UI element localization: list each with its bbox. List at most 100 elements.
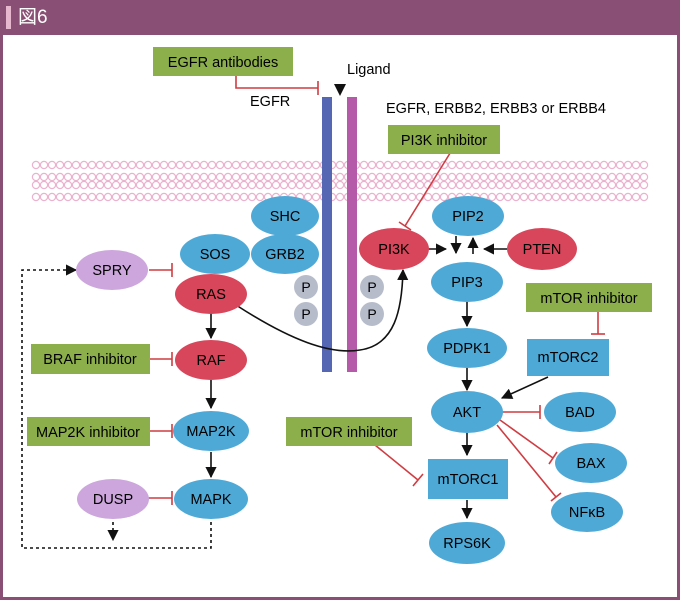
membrane-lipid <box>303 180 313 190</box>
membrane-lipid <box>271 180 281 190</box>
membrane-lipid <box>487 180 497 190</box>
membrane-lipid <box>311 172 321 182</box>
node-shc <box>251 196 319 236</box>
membrane-lipid <box>591 160 601 170</box>
membrane-lipid <box>471 172 481 182</box>
node-mtorc2 <box>527 339 609 376</box>
membrane-lipid <box>551 180 561 190</box>
membrane-lipid <box>583 180 593 190</box>
braf-inhibitor-box <box>31 344 150 374</box>
ligand-icon <box>334 84 346 96</box>
node-bad-label: BAD <box>565 405 595 421</box>
membrane-lipid <box>239 160 249 170</box>
phosphate-right-top <box>360 275 384 299</box>
membrane-lipid <box>575 192 585 202</box>
pi3k-inhibitor-label: PI3K inhibitor <box>401 133 487 149</box>
membrane-lipid <box>87 160 97 170</box>
membrane-lipid <box>39 160 49 170</box>
membrane-lipid <box>255 180 265 190</box>
membrane-lipid <box>543 172 553 182</box>
membrane-lipid <box>127 172 137 182</box>
membrane-lipid <box>631 192 641 202</box>
receptor-erbb-chain <box>347 97 357 372</box>
membrane-lipid <box>31 192 41 202</box>
membrane-lipid <box>335 172 345 182</box>
phosphate-left-bottom <box>294 302 318 326</box>
membrane-lipid <box>615 192 625 202</box>
phosphate-right-bottom <box>360 302 384 326</box>
arrow-ras-pi3k <box>235 268 409 352</box>
membrane-lipid <box>303 172 313 182</box>
membrane-lipid <box>559 180 569 190</box>
membrane-lipid <box>287 180 297 190</box>
membrane-lipid <box>151 180 161 190</box>
membrane-lipid <box>415 180 425 190</box>
membrane-lipid <box>591 192 601 202</box>
membrane-lipid <box>599 180 609 190</box>
node-pip3 <box>431 262 503 302</box>
membrane-lipid <box>551 192 561 202</box>
membrane-lipid <box>399 160 409 170</box>
membrane-lipid <box>239 192 249 202</box>
membrane-lipid <box>167 192 177 202</box>
membrane-lipid <box>359 192 369 202</box>
membrane-lipid <box>335 180 345 190</box>
membrane-lipid <box>599 192 609 202</box>
node-map2k-label: MAP2K <box>186 424 235 440</box>
figure-title: 図6 <box>18 7 48 28</box>
membrane-lipid <box>423 160 433 170</box>
membrane-lipid <box>535 192 545 202</box>
membrane-lipid <box>447 172 457 182</box>
node-pip2 <box>432 196 504 236</box>
membrane-lipid <box>231 192 241 202</box>
membrane-lipid <box>423 192 433 202</box>
membrane-lipid <box>223 180 233 190</box>
membrane-lipid <box>295 172 305 182</box>
membrane-lipid <box>175 192 185 202</box>
membrane-lipid <box>631 160 641 170</box>
membrane-lipid <box>183 172 193 182</box>
membrane-lipid <box>279 172 289 182</box>
membrane-lipid <box>543 192 553 202</box>
membrane-lipid <box>407 160 417 170</box>
membrane-lipid <box>55 180 65 190</box>
membrane-lipid <box>191 180 201 190</box>
membrane-lipid <box>463 180 473 190</box>
membrane-lipid <box>287 172 297 182</box>
membrane-lipid <box>479 180 489 190</box>
phosphate-label: P <box>301 306 310 322</box>
membrane-lipid <box>127 180 137 190</box>
membrane-lipid <box>535 172 545 182</box>
membrane-lipid <box>95 192 105 202</box>
membrane-lipid <box>415 160 425 170</box>
membrane-lipid <box>487 192 497 202</box>
node-ras <box>175 274 247 314</box>
node-sos-label: SOS <box>200 247 231 263</box>
phosphate-label: P <box>367 279 376 295</box>
membrane-lipid <box>551 172 561 182</box>
feedback-mapk-spry <box>21 264 212 549</box>
membrane-lipid <box>151 192 161 202</box>
membrane-lipid <box>511 192 521 202</box>
membrane-lipid <box>223 172 233 182</box>
membrane-lipid <box>207 160 217 170</box>
membrane-lipid <box>631 172 641 182</box>
membrane-lipid <box>511 180 521 190</box>
membrane-lipid <box>247 192 257 202</box>
membrane-lipid <box>151 160 161 170</box>
membrane-lipid <box>239 172 249 182</box>
membrane-lipid <box>215 192 225 202</box>
membrane-lipid <box>199 160 209 170</box>
membrane-lipid <box>335 192 345 202</box>
membrane-lipid <box>391 192 401 202</box>
membrane-lipid <box>583 172 593 182</box>
membrane-lipid <box>183 160 193 170</box>
membrane-lipid <box>431 180 441 190</box>
cell-membrane <box>31 160 649 202</box>
membrane-lipid <box>127 192 137 202</box>
membrane-lipid <box>439 172 449 182</box>
membrane-lipid <box>63 192 73 202</box>
membrane-lipid <box>399 172 409 182</box>
membrane-lipid <box>119 180 129 190</box>
membrane-lipid <box>71 192 81 202</box>
